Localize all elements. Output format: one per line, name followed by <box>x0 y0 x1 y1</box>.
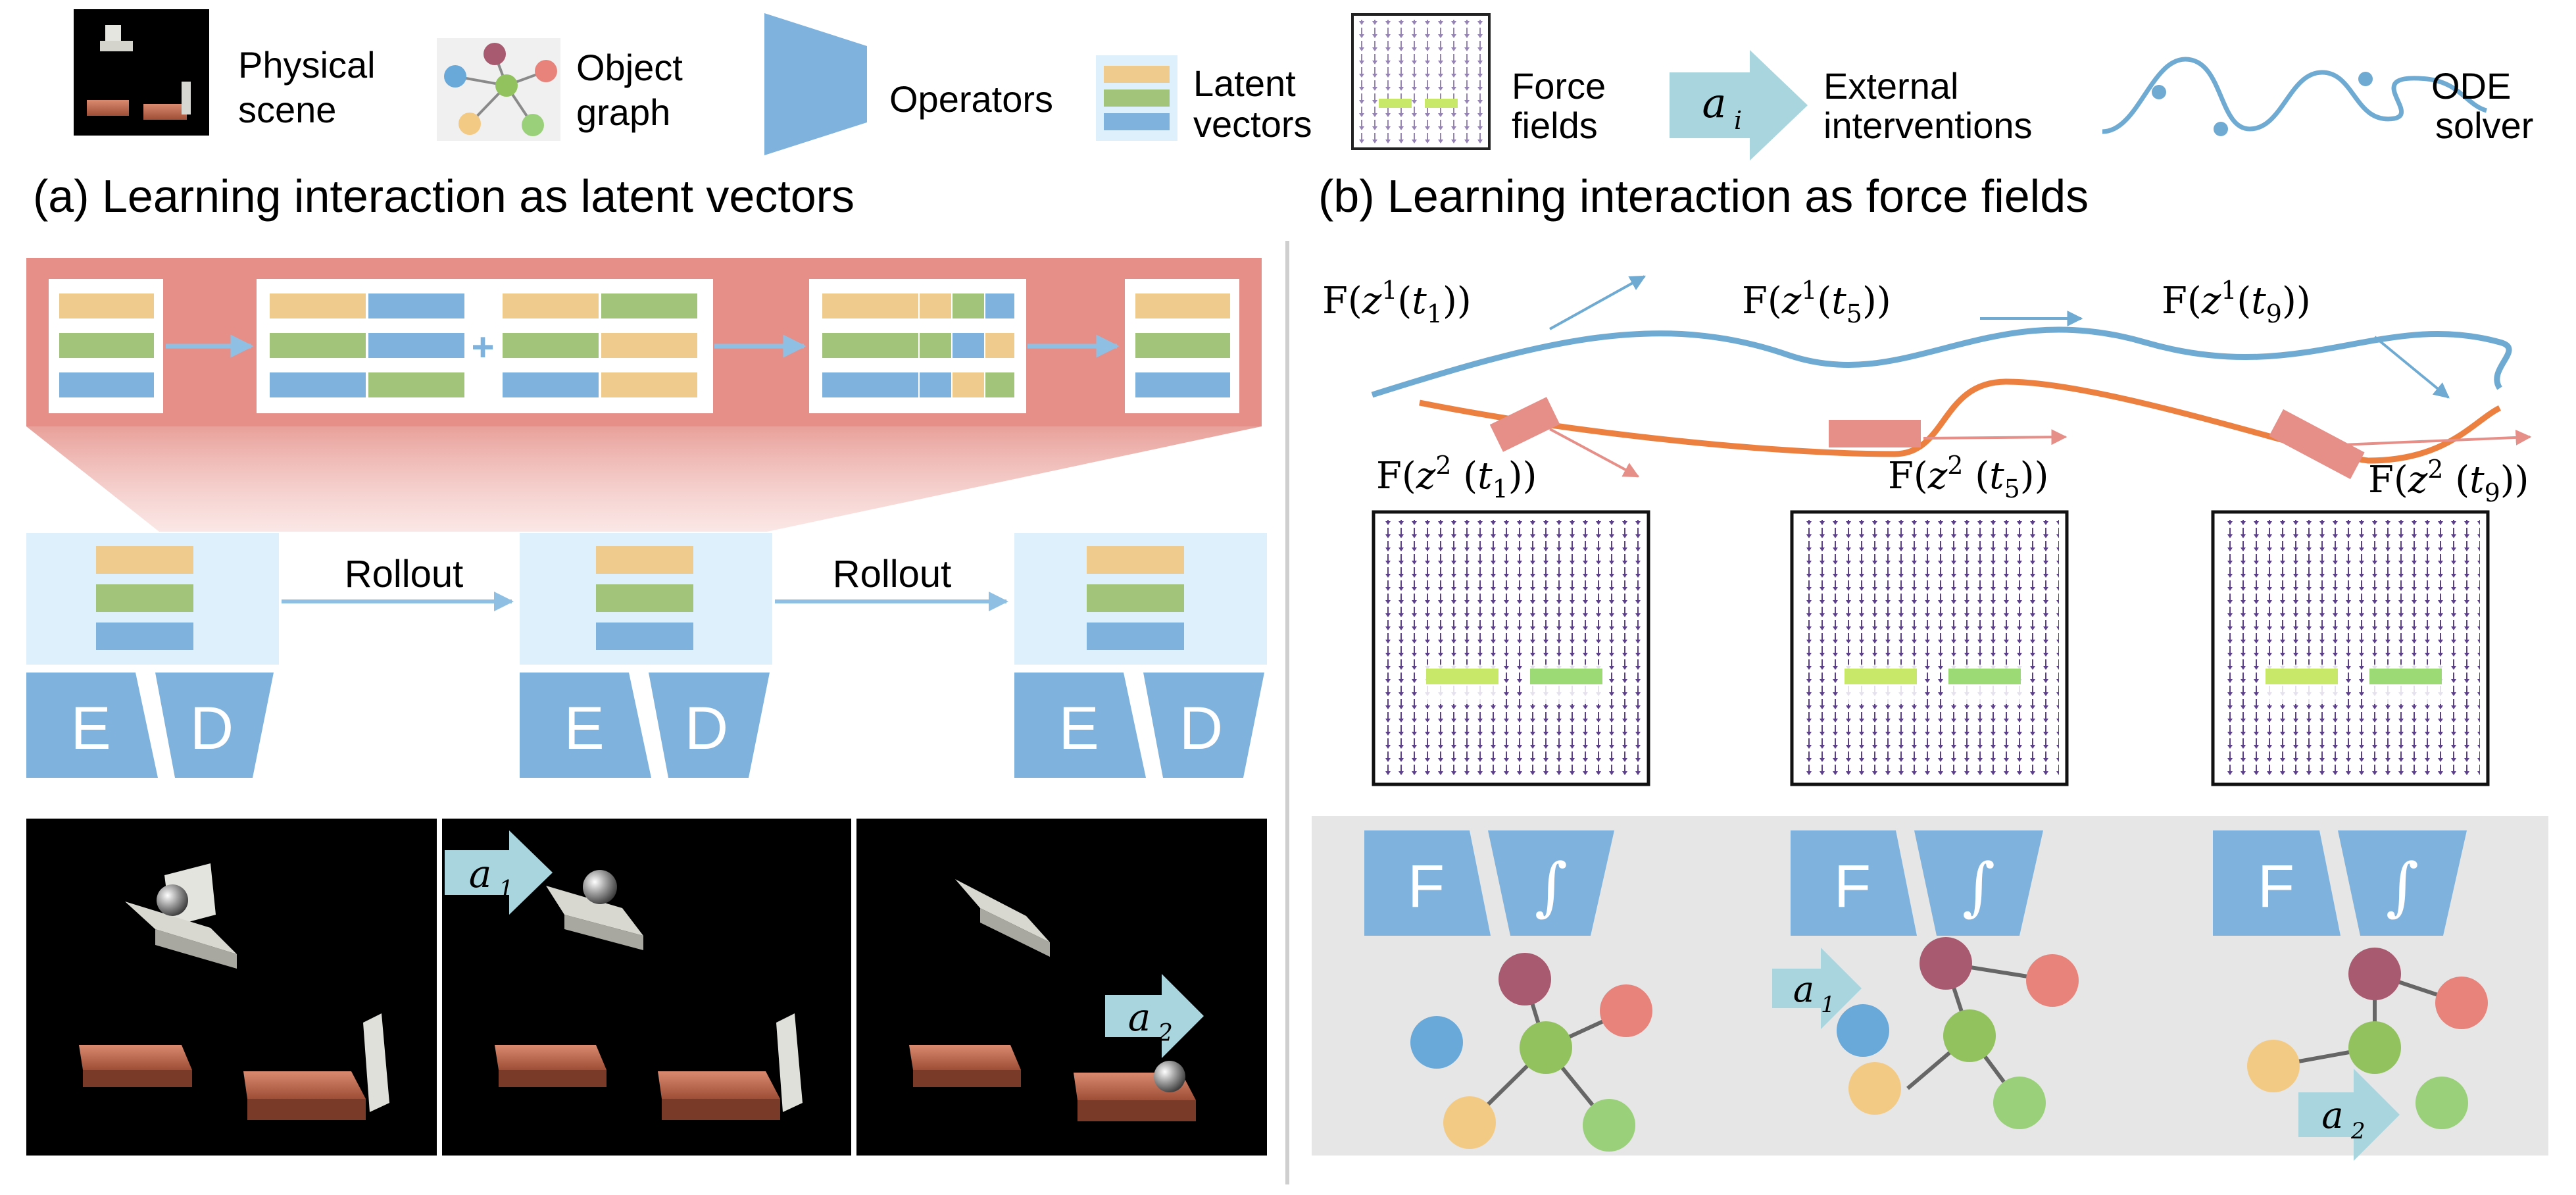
panel-b: F(z1(t1)) F(z1(t5)) F(z1(t9)) F(z2 (t1))… <box>1312 275 2548 1161</box>
object-graph-icon <box>437 38 560 141</box>
legend-ode-solver-line2: solver <box>2435 105 2533 146</box>
physical-scene-thumbnail <box>74 9 209 136</box>
svg-text:2: 2 <box>1157 1020 1173 1047</box>
latent-box-aggregated <box>809 279 1026 413</box>
legend-latent-vectors-line1: Latent <box>1193 63 1296 104</box>
svg-text:F(z2 (t9)): F(z2 (t9)) <box>2368 455 2529 507</box>
svg-text:2: 2 <box>2350 1118 2365 1144</box>
legend-object-graph-line1: Object <box>576 47 683 88</box>
latent-box-pairwise: + <box>257 279 713 413</box>
force-label-z1-t1: F(z1(t1)) <box>1322 276 1472 328</box>
encoder-label: E <box>564 695 604 762</box>
encoder-label: E <box>1058 695 1099 762</box>
operator-icon <box>764 13 867 155</box>
interaction-wedge <box>26 426 1262 532</box>
svg-text:F(z1(t1)): F(z1(t1)) <box>1322 276 1472 328</box>
intervention-arrow-a2: a 2 <box>2298 1069 2400 1161</box>
object-graph-t9: a 2 <box>2247 948 2488 1161</box>
legend-ode-solver-line1: ODE <box>2431 65 2511 107</box>
legend-physical-scene-line2: scene <box>238 89 336 130</box>
legend-force-fields-line2: fields <box>1512 105 1598 146</box>
scene-frame-1 <box>26 819 437 1156</box>
svg-text:a: a <box>1128 995 1151 1040</box>
legend-force-fields-line1: Force <box>1512 65 1606 107</box>
force-operator-label: F <box>2258 853 2294 920</box>
scene-frame-2: a 1 <box>442 819 851 1156</box>
force-field-t9 <box>2211 510 2490 786</box>
force-field-icon <box>1351 13 1491 150</box>
object-2-marker <box>1489 397 1560 452</box>
svg-text:F(z1(t5)): F(z1(t5)) <box>1742 276 1891 328</box>
legend-external-interventions-line2: interventions <box>1823 105 2033 146</box>
integral-operator-label: ∫ <box>1535 850 1568 923</box>
force-field-t5 <box>1790 510 2069 786</box>
intervention-arrow-icon: a i <box>1670 50 1808 161</box>
intervention-symbol: a <box>1702 79 1727 127</box>
legend-object-graph-line2: graph <box>576 91 670 133</box>
trajectory-object-1 <box>1371 326 2512 398</box>
decoder-label: D <box>685 695 728 762</box>
encoder-label: E <box>70 695 111 762</box>
latent-box-input <box>49 279 163 413</box>
svg-text:a: a <box>1793 969 1814 1010</box>
force-field-t1 <box>1372 510 1650 786</box>
force-label-z1-t5: F(z1(t5)) <box>1742 276 1891 328</box>
object-graph-t5: a 1 <box>1772 937 2079 1129</box>
encoder-decoder-1: E D <box>26 673 274 778</box>
integral-operator-label: ∫ <box>2386 850 2419 923</box>
force-integral-operators-1: F ∫ <box>1364 830 1614 936</box>
intervention-arrow-a1: a 1 <box>445 830 553 915</box>
svg-text:F(z2 (t5)): F(z2 (t5)) <box>1888 451 2048 503</box>
trajectory-object-2 <box>1419 378 2502 464</box>
encoder-decoder-3: E D <box>1014 673 1264 778</box>
intervention-arrow-a2: a 2 <box>1105 974 1204 1058</box>
ode-solver-icon <box>2102 57 2488 136</box>
rollout-label-2: Rollout <box>833 553 952 596</box>
svg-text:+: + <box>471 325 494 369</box>
state-block-3 <box>1014 533 1267 665</box>
force-label-z2-t1: F(z2 (t1)) <box>1376 451 1537 503</box>
intervention-subscript: i <box>1734 106 1742 135</box>
state-block-1 <box>26 533 279 665</box>
force-label-z2-t5: F(z2 (t5)) <box>1888 451 2048 503</box>
svg-text:1: 1 <box>1821 992 1835 1018</box>
legend-external-interventions-line1: External <box>1823 65 1958 107</box>
intervention-arrow-a1: a 1 <box>1772 948 1862 1029</box>
object-2-marker <box>2269 409 2365 480</box>
state-block-2 <box>520 533 772 665</box>
svg-text:1: 1 <box>499 877 514 903</box>
legend-operators: Operators <box>889 78 1053 120</box>
force-label-z2-t9: F(z2 (t9)) <box>2368 455 2529 507</box>
rollout-label-1: Rollout <box>345 553 464 596</box>
panel-b-title: (b) Learning interaction as force fields <box>1318 170 2089 222</box>
decoder-label: D <box>190 695 234 762</box>
panel-a: + <box>26 258 1267 1156</box>
force-label-z1-t9: F(z1(t9)) <box>2162 276 2311 328</box>
force-integral-operators-3: F ∫ <box>2213 830 2467 936</box>
legend: Physical scene Object graph Operators <box>74 9 2533 161</box>
svg-text:F(z2 (t1)): F(z2 (t1)) <box>1376 451 1537 503</box>
force-operator-label: F <box>1408 853 1445 920</box>
legend-physical-scene-line1: Physical <box>238 44 376 86</box>
panel-a-title: (a) Learning interaction as latent vecto… <box>33 170 855 222</box>
latent-vectors-icon <box>1096 55 1177 141</box>
object-graph-t1 <box>1410 953 1652 1152</box>
encoder-decoder-2: E D <box>520 673 770 778</box>
latent-box-output <box>1125 279 1239 413</box>
svg-text:a: a <box>469 852 492 896</box>
force-operator-label: F <box>1834 853 1871 920</box>
decoder-label: D <box>1179 695 1223 762</box>
integral-operator-label: ∫ <box>1962 850 1995 923</box>
svg-text:F(z1(t9)): F(z1(t9)) <box>2162 276 2311 328</box>
legend-latent-vectors-line2: vectors <box>1193 103 1312 145</box>
force-integral-operators-2: F ∫ <box>1791 830 2043 936</box>
scene-frame-3: a 2 <box>856 819 1267 1156</box>
svg-text:a: a <box>2321 1094 2343 1137</box>
object-2-marker <box>1829 420 1921 447</box>
